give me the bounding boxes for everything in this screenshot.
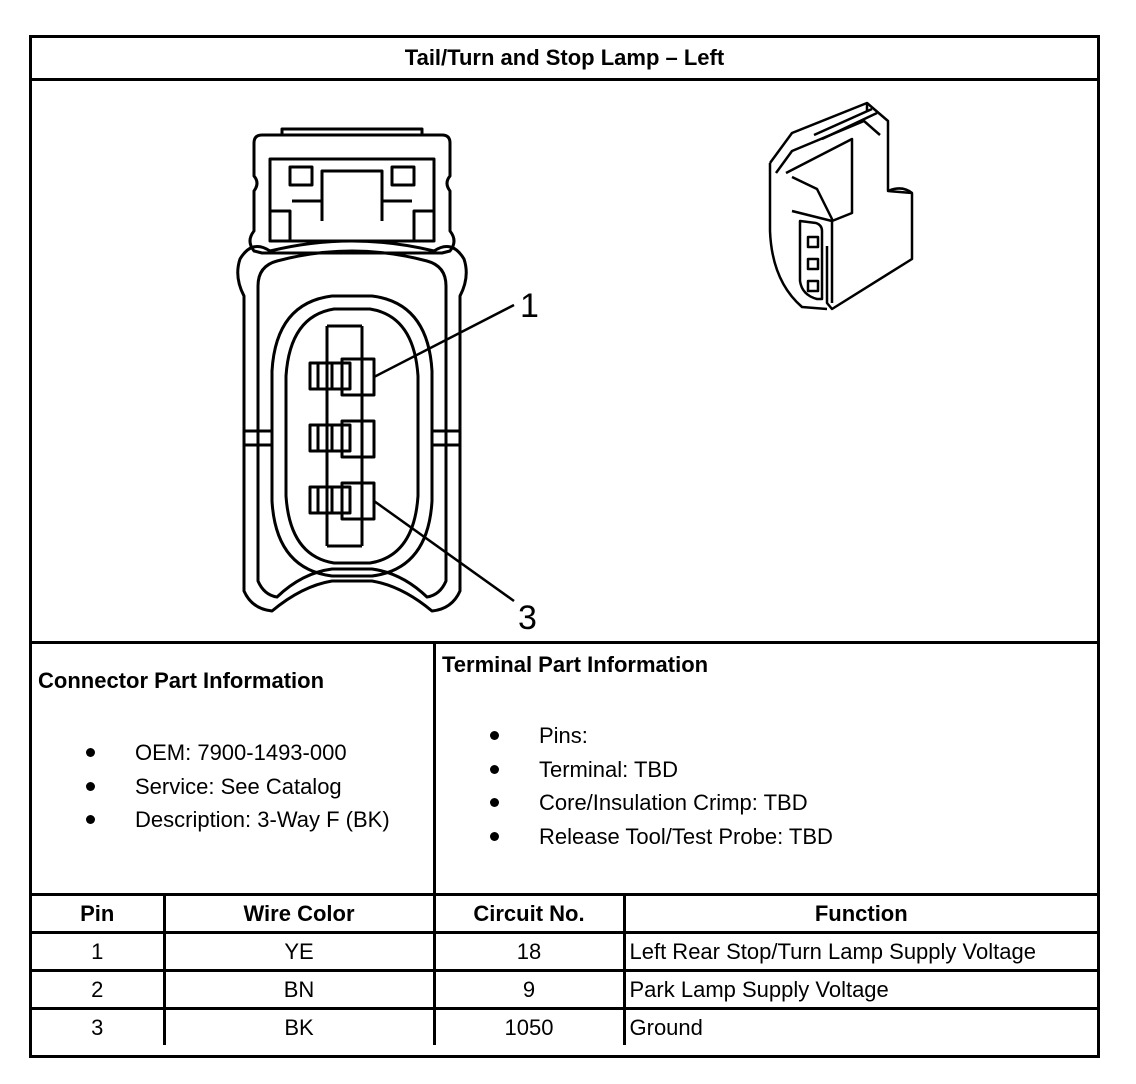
circuit-cell: 18 xyxy=(432,931,626,972)
column-header-pin: Pin xyxy=(32,893,166,934)
column-header-circuit-no: Circuit No. xyxy=(432,893,626,934)
pin-3-callout: 3 xyxy=(518,599,537,637)
wire-color-cell: BN xyxy=(162,969,436,1010)
list-item: OEM: 7900-1493-000 xyxy=(32,736,390,770)
connector-part-info-list: OEM: 7900-1493-000 Service: See Catalog … xyxy=(32,736,390,837)
terminal-part-info: Terminal Part Information Pins: Terminal… xyxy=(436,644,1097,896)
connector-iso-view xyxy=(768,101,914,311)
column-header-function: Function xyxy=(622,893,1097,934)
pin-table: Pin Wire Color Circuit No. Function 1 YE… xyxy=(32,893,1097,1045)
list-item: Terminal: TBD xyxy=(436,753,833,787)
list-item: Pins: xyxy=(436,719,833,753)
table-row: 2 BN 9 Park Lamp Supply Voltage xyxy=(32,969,1097,1010)
table-row: 1 YE 18 Left Rear Stop/Turn Lamp Supply … xyxy=(32,931,1097,972)
connector-sheet: Tail/Turn and Stop Lamp – Left xyxy=(29,35,1100,1058)
pin-1-callout: 1 xyxy=(520,287,539,325)
pin-cell: 3 xyxy=(32,1007,166,1045)
list-item: Description: 3-Way F (BK) xyxy=(32,803,390,837)
pin-cell: 2 xyxy=(32,969,166,1010)
list-item: Service: See Catalog xyxy=(32,770,390,804)
list-item: Release Tool/Test Probe: TBD xyxy=(436,820,833,854)
table-header-row: Pin Wire Color Circuit No. Function xyxy=(32,893,1097,934)
terminal-part-info-list: Pins: Terminal: TBD Core/Insulation Crim… xyxy=(436,719,833,853)
page-title: Tail/Turn and Stop Lamp – Left xyxy=(32,38,1097,81)
connector-part-info: Connector Part Information OEM: 7900-149… xyxy=(32,644,436,896)
column-header-wire-color: Wire Color xyxy=(162,893,436,934)
terminal-part-info-heading: Terminal Part Information xyxy=(442,652,709,677)
circuit-cell: 1050 xyxy=(432,1007,626,1045)
list-item: Core/Insulation Crimp: TBD xyxy=(436,786,833,820)
wire-color-cell: YE xyxy=(162,931,436,972)
wire-color-cell: BK xyxy=(162,1007,436,1045)
connector-drawing: 1 3 xyxy=(236,101,914,637)
function-cell: Ground xyxy=(622,1007,1097,1045)
pin-cell: 1 xyxy=(32,931,166,972)
table-row: 3 BK 1050 Ground xyxy=(32,1007,1097,1045)
connector-part-info-heading: Connector Part Information xyxy=(38,668,325,693)
connector-figure: 1 3 xyxy=(32,81,1097,641)
function-cell: Left Rear Stop/Turn Lamp Supply Voltage xyxy=(622,931,1097,972)
part-information: Connector Part Information OEM: 7900-149… xyxy=(32,641,1097,896)
function-cell: Park Lamp Supply Voltage xyxy=(622,969,1097,1010)
circuit-cell: 9 xyxy=(432,969,626,1010)
